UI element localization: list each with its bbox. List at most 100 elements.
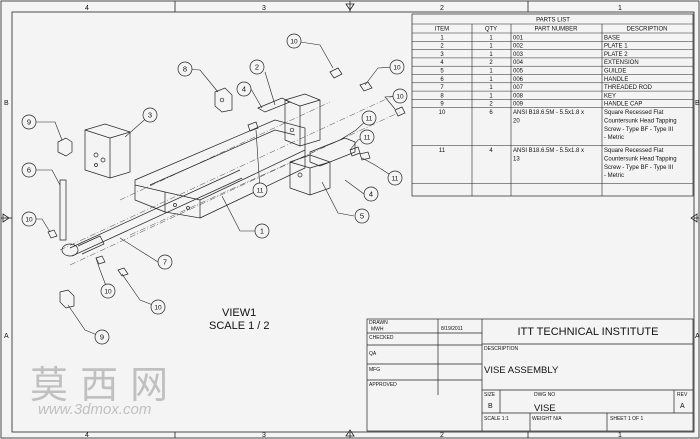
drawing-description: VISE ASSEMBLY	[484, 365, 559, 376]
threaded-rod-part	[61, 169, 243, 257]
balloon-label: 6	[27, 166, 31, 175]
zone-left-b: B	[4, 100, 9, 107]
col-header-description: DESCRIPTION	[626, 27, 667, 33]
cell-item: 3	[440, 52, 444, 58]
dwg-no-label: DWG NO	[534, 392, 555, 398]
item-balloon: 9	[94, 329, 110, 345]
balloon-label: 2	[255, 63, 259, 72]
view-name: VIEW1	[222, 307, 256, 319]
item-balloon: 10	[286, 33, 302, 49]
cell-item: 1	[440, 35, 444, 41]
cell-part-number: 007	[513, 85, 524, 91]
base-part	[134, 119, 306, 219]
balloon-label: 9	[27, 118, 31, 127]
cell-item: 11	[439, 148, 446, 154]
col-header-qty: QTY	[485, 27, 497, 33]
cell-description: Square Recessed Flat	[604, 110, 664, 116]
cell-qty: 1	[489, 35, 493, 41]
cell-part-number: 13	[513, 156, 520, 162]
watermark-url: www.3dmox.com	[38, 401, 151, 418]
zone-bottom-1: 1	[618, 432, 622, 439]
cell-description: PLATE 1	[604, 44, 628, 50]
balloon-label: 1	[260, 227, 264, 236]
zone-right-a: A	[695, 333, 700, 340]
cell-part-number: 004	[513, 60, 524, 66]
company-name: ITT TECHNICAL INSTITUTE	[518, 326, 659, 338]
screws	[47, 67, 406, 277]
cell-part-number: 006	[513, 77, 524, 83]
key-part	[214, 87, 233, 113]
cell-qty: 1	[489, 77, 493, 83]
item-balloon: 10	[392, 88, 408, 104]
qa-label: QA	[369, 351, 377, 357]
rev-label: REV	[677, 392, 688, 398]
cell-item: 9	[440, 102, 444, 108]
item-balloon: 10	[100, 283, 116, 299]
item-balloon: 10	[21, 211, 37, 227]
parts-list-title: PARTS LIST	[536, 18, 570, 24]
balloon-label: 4	[242, 85, 246, 94]
size-label: SIZE	[484, 392, 496, 398]
title-block: DRAWN MWH 8/19/2011 CHECKED QA MFG APPRO…	[366, 318, 694, 432]
item-balloon: 11	[252, 182, 268, 198]
item-balloon: 2	[249, 59, 265, 75]
balloon-leaders	[29, 40, 401, 338]
cell-item: 5	[440, 69, 444, 75]
view-scale: SCALE 1 / 2	[209, 320, 270, 332]
cell-item: 7	[440, 85, 444, 91]
cell-description: - Metric	[604, 173, 624, 179]
cell-part-number: ANSI B18.6.5M - 5.5x1.8 x	[513, 148, 584, 154]
item-balloon: 4	[363, 186, 379, 202]
zone-top-3: 3	[262, 5, 266, 12]
rev-value: A	[680, 403, 685, 410]
exploded-assembly-drawing	[47, 67, 406, 309]
balloon-label: 8	[183, 65, 187, 74]
mfg-label: MFG	[369, 367, 380, 373]
cell-description: HANDLE CAP	[604, 102, 642, 108]
item-balloon: 11	[387, 170, 403, 186]
cell-qty: 1	[489, 52, 493, 58]
item-balloon: 8	[177, 61, 193, 77]
item-balloon: 6	[21, 162, 37, 178]
zone-bottom-3: 3	[262, 432, 266, 439]
item-balloon: 10	[389, 59, 405, 75]
cell-part-number: 009	[513, 102, 524, 108]
cell-item: 4	[440, 60, 444, 66]
item-balloon: 4	[236, 81, 252, 97]
drawn-by: MWH	[371, 327, 384, 333]
cell-qty: 2	[489, 60, 493, 66]
item-balloon: 9	[21, 114, 37, 130]
item-balloon: 5	[354, 208, 370, 224]
balloon-label: 10	[104, 289, 112, 296]
zone-left-a: A	[4, 333, 9, 340]
drawn-date: 8/19/2011	[441, 326, 463, 332]
cell-part-number: 003	[513, 52, 524, 58]
cell-item: 2	[440, 44, 444, 50]
handle-part	[57, 137, 75, 309]
item-balloon: 11	[361, 110, 377, 126]
cell-part-number: 001	[513, 35, 524, 41]
extension-part	[257, 97, 356, 167]
plate-2-part	[84, 123, 131, 179]
item-balloon: 7	[157, 254, 173, 270]
watermark-logo-text: 莫 西 网	[30, 363, 168, 407]
item-balloon: 11	[359, 129, 375, 145]
cell-qty: 1	[489, 44, 493, 50]
cell-description: THREADED ROD	[604, 85, 653, 91]
col-header-item: ITEM	[435, 27, 449, 33]
zone-top-1: 1	[618, 5, 622, 12]
balloon-label: 5	[360, 212, 364, 221]
item-balloon: 3	[142, 107, 158, 123]
approved-label: APPROVED	[369, 382, 397, 388]
cell-qty: 1	[489, 93, 493, 99]
cell-description: GUILDE	[604, 69, 626, 75]
